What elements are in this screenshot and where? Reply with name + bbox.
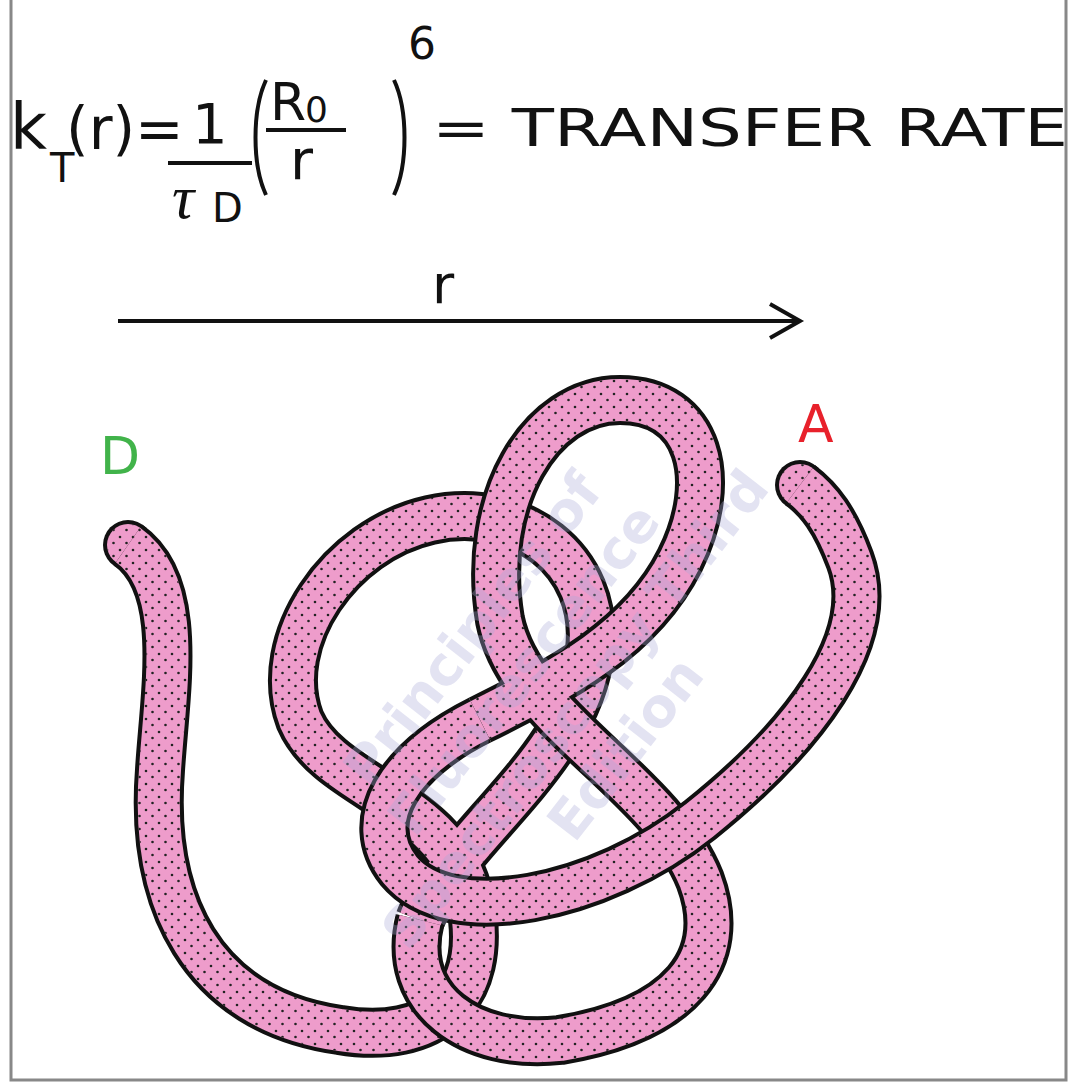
rate-symbol: k bbox=[10, 95, 47, 159]
donor-label: D bbox=[100, 430, 140, 482]
watermark: Principles of Fluorescence Spectroscopy … bbox=[214, 310, 886, 1068]
chain-body bbox=[384, 485, 856, 902]
distance-arrow bbox=[118, 319, 796, 323]
subscript: 0 bbox=[305, 92, 328, 128]
acceptor-label: A bbox=[798, 398, 834, 450]
fraction-bar bbox=[168, 161, 252, 165]
chain-outline bbox=[384, 485, 856, 902]
parenthesis bbox=[394, 80, 405, 195]
numerator: 1 bbox=[192, 96, 228, 152]
parenthesis bbox=[256, 80, 267, 195]
formula-text: = TRANSFER RATE bbox=[432, 102, 1068, 154]
polymer-chain bbox=[103, 400, 856, 1041]
distance-label: r bbox=[432, 258, 454, 312]
exponent: 6 bbox=[408, 22, 436, 66]
chain-texture bbox=[384, 485, 856, 902]
lifetime-symbol: τ bbox=[172, 166, 194, 228]
distance-symbol: r bbox=[290, 132, 313, 188]
arrow-head bbox=[770, 304, 800, 338]
formula-part: (r)= bbox=[66, 100, 184, 158]
frame bbox=[11, 0, 1066, 1080]
subscript: D bbox=[212, 188, 243, 228]
forster-distance: R bbox=[270, 76, 306, 128]
